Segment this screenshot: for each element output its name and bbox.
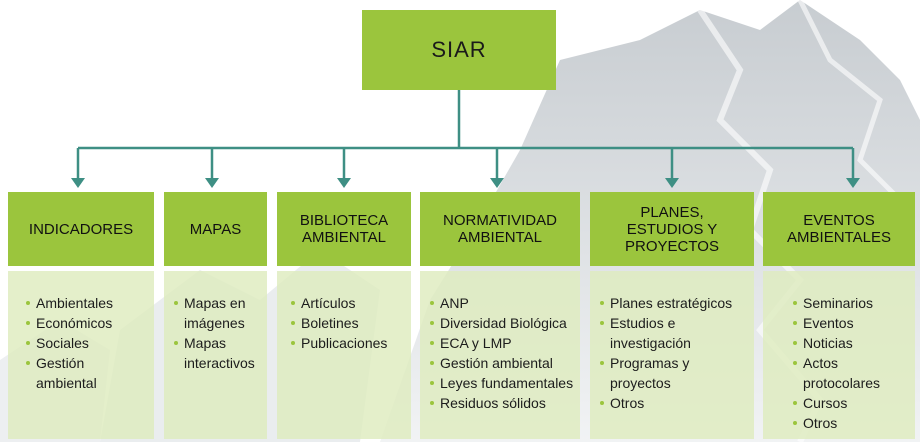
bullet-icon [793,361,797,365]
bullet-icon [291,301,295,305]
column-title: NORMATIVIDAD AMBIENTAL [443,212,557,246]
column-title: PLANES, ESTUDIOS Y PROYECTOS [625,203,719,255]
column-header-biblioteca: BIBLIOTECA AMBIENTAL [277,192,411,266]
bullet-icon [26,361,30,365]
bullet-icon [26,301,30,305]
column-header-mapas: MAPAS [164,192,267,266]
column-panel-eventos: Seminarios Eventos Noticias Actos protoc… [763,271,915,439]
arrow-head [490,178,504,188]
arrow-head [846,178,860,188]
bullet-icon [174,301,178,305]
column-panel-biblioteca: Artículos Boletines Publicaciones [277,271,411,439]
list-item: Publicaciones [291,333,411,353]
bullet-icon [26,321,30,325]
list-item: Otros [793,413,915,433]
column-panel-planes: Planes estratégicos Estudios e investiga… [590,271,754,439]
list-item: Programas y proyectos [600,353,710,393]
list-item: Gestión ambiental [26,353,97,393]
list-item: Cursos [793,393,915,413]
bullet-icon [793,301,797,305]
list-item: Seminarios [793,293,915,313]
list-item: Sociales [26,333,154,353]
bullet-icon [430,401,434,405]
column-header-planes: PLANES, ESTUDIOS Y PROYECTOS [590,192,754,266]
bullet-icon [600,301,604,305]
list-item: Boletines [291,313,411,333]
list-item: Actos protocolares [793,353,889,393]
column-header-eventos: EVENTOS AMBIENTALES [763,192,915,266]
list-item: Económicos [26,313,154,333]
column-title: INDICADORES [28,220,134,238]
arrow-head [665,178,679,188]
list-item: Estudios e investigación [600,313,710,353]
bullet-icon [430,381,434,385]
list-item: Gestión ambiental [430,353,580,373]
bullet-icon [26,341,30,345]
arrow-head [71,178,85,188]
bullet-icon [430,321,434,325]
bullet-icon [600,361,604,365]
column-panel-mapas: Mapas en imágenes Mapas interactivos [164,271,267,439]
bullet-icon [600,321,604,325]
bullet-icon [430,341,434,345]
arrow-head [205,178,219,188]
list-item: ANP [430,293,580,313]
list-item: Noticias [793,333,915,353]
column-title: MAPAS [189,220,242,238]
bullet-icon [793,401,797,405]
bullet-icon [174,341,178,345]
root-node: SIAR [362,10,556,90]
column-header-normatividad: NORMATIVIDAD AMBIENTAL [420,192,580,266]
column-header-indicadores: INDICADORES [8,192,154,266]
column-title: BIBLIOTECA AMBIENTAL [299,212,389,246]
bullet-icon [291,341,295,345]
column-panel-normatividad: ANP Diversidad Biológica ECA y LMP Gesti… [420,271,580,439]
list-item: Leyes fundamentales [430,373,580,393]
list-item: Ambientales [26,293,154,313]
list-item: Mapas en imágenes [174,293,250,333]
bullet-icon [793,341,797,345]
root-label: SIAR [431,37,487,62]
bullet-icon [430,361,434,365]
list-item: Diversidad Biológica [430,313,580,333]
bullet-icon [291,321,295,325]
list-item: Planes estratégicos [600,293,754,313]
bullet-icon [793,421,797,425]
list-item: Residuos sólidos [430,393,580,413]
list-item: Otros [600,393,754,413]
list-item: Artículos [291,293,411,313]
column-panel-indicadores: Ambientales Económicos Sociales Gestión … [8,271,154,439]
list-item: ECA y LMP [430,333,580,353]
bullet-icon [430,301,434,305]
list-item: Eventos [793,313,915,333]
column-title: EVENTOS AMBIENTALES [787,212,891,246]
bullet-icon [600,401,604,405]
arrow-head [337,178,351,188]
bullet-icon [793,321,797,325]
list-item: Mapas interactivos [174,333,255,373]
